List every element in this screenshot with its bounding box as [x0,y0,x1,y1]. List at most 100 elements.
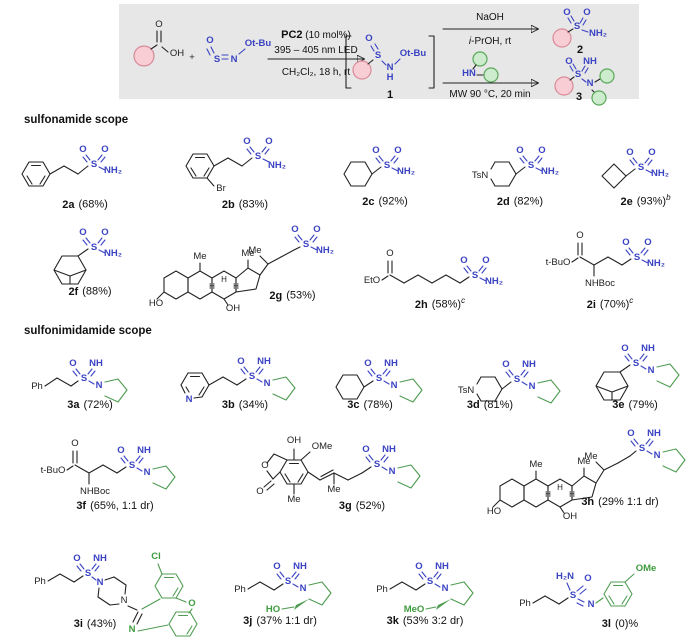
bond-shape [75,368,81,375]
bond-shape [646,450,653,455]
bond-shape [544,595,560,605]
bond-shape [293,246,301,251]
atom-label: O [648,147,655,158]
atom-label: O [188,598,195,609]
atom-label: S [574,21,580,32]
atom-label: OH [563,511,577,522]
atom-label: NH₂ [647,258,665,269]
atom-label: NH [435,561,449,572]
bond-shape [77,248,89,257]
bond-shape [656,363,680,388]
structure-3d: TsN S O NH N [458,359,561,404]
bond-shape [259,263,269,276]
atom-label: O [565,56,572,67]
bond-shape [210,46,215,54]
bond-shape [109,603,120,606]
sulfinylamine-reagent: O S N Ot-Bu [206,35,271,65]
atom-label: O [79,144,86,155]
atom-label: O [460,255,467,266]
bond-shape [320,469,334,478]
bond-shape [499,478,525,508]
atom-label: Me [241,248,254,259]
structure-2f: S O O NH₂ [53,227,122,285]
bond-shape [624,573,635,583]
reactant-carboxylic-acid: O OH [133,19,184,67]
bond-shape [508,173,517,187]
bond-shape [383,456,389,463]
atom-label: NH [583,56,597,67]
bond-shape [537,157,543,164]
bond-shape [291,571,297,578]
bond-shape [132,611,139,623]
bond-shape [624,355,630,362]
bond-shape [523,371,529,378]
bond-shape [389,274,405,284]
bond-shape [642,355,648,362]
bond-shape [163,270,189,300]
bond-shape [415,583,426,591]
bond-shape [607,256,623,266]
bond-shape [49,165,65,175]
bond-shape [492,499,501,508]
structure-3c: S O NH N [335,358,423,403]
bond-shape [100,239,106,246]
bond-shape [76,565,82,572]
bond-shape [69,269,87,277]
bond-shape [273,453,288,461]
bond-shape [259,255,269,265]
atom-label: O [261,460,268,471]
solvent-text: CH₂Cl₂, 18 h, rt [282,67,351,78]
bond-shape [569,65,574,72]
bond-shape [537,379,561,404]
bond-shape [73,575,84,583]
atom-label: Me [577,456,590,467]
atom-label: N [654,450,661,461]
bond-shape [120,457,126,464]
atom-label: O [372,145,379,156]
structure-2g: HO OH Me Me H H H Me S O O NH₂ [149,224,334,314]
bond-shape [643,249,649,256]
atom-label: NH [137,445,151,456]
iproh-text: i-PrOH, rt [469,36,511,47]
led-text: 395 – 405 nm LED [274,45,357,56]
atom-label: O [482,255,489,266]
atom-label: NH₂ [651,168,669,179]
bond-shape: PC2 [281,29,302,41]
atom-label: Ph [34,576,46,587]
bond-shape [621,595,628,605]
bond-shape [494,388,503,402]
bond-shape [582,19,587,26]
atom-label: Me [248,245,261,256]
structure-3j: Ph S O NH N HO [234,561,332,615]
bond-shape [476,376,482,385]
bond-shape [558,597,569,605]
bond-shape [481,267,487,274]
bond-shape [397,464,421,489]
bond-shape [180,384,186,394]
bond-shape [630,440,636,447]
bond-shape [312,236,318,243]
bond-shape [515,166,526,175]
bond-shape [72,370,78,377]
bond-shape [508,161,517,175]
arrow-to-3: MW 90 °C, 20 min [442,83,538,100]
compound-label-2b: 2b(83%) [221,198,269,211]
atom-label: TsN [472,170,489,181]
bond-shape [263,480,272,488]
compound-label-3i: 3i(43%) [73,618,117,630]
atom-label: N [300,583,307,594]
structure-3i: Ph S O NH N N N Cl O [34,551,198,637]
atom-label: O [79,227,86,238]
scheme-background [119,4,639,99]
atom-label: O [237,356,244,367]
atom-label: OH [287,435,301,446]
compound-label-3d: 3d(81%) [466,399,514,411]
bond-shape [85,237,91,244]
bond-shape [378,155,384,162]
atom-label: O [101,227,108,238]
bond-shape [138,457,144,464]
atom-label: S [81,373,87,384]
catalyst-text: PC2 (10 mol%) [281,29,351,41]
bond-shape [639,353,645,360]
bond-shape [403,274,419,284]
